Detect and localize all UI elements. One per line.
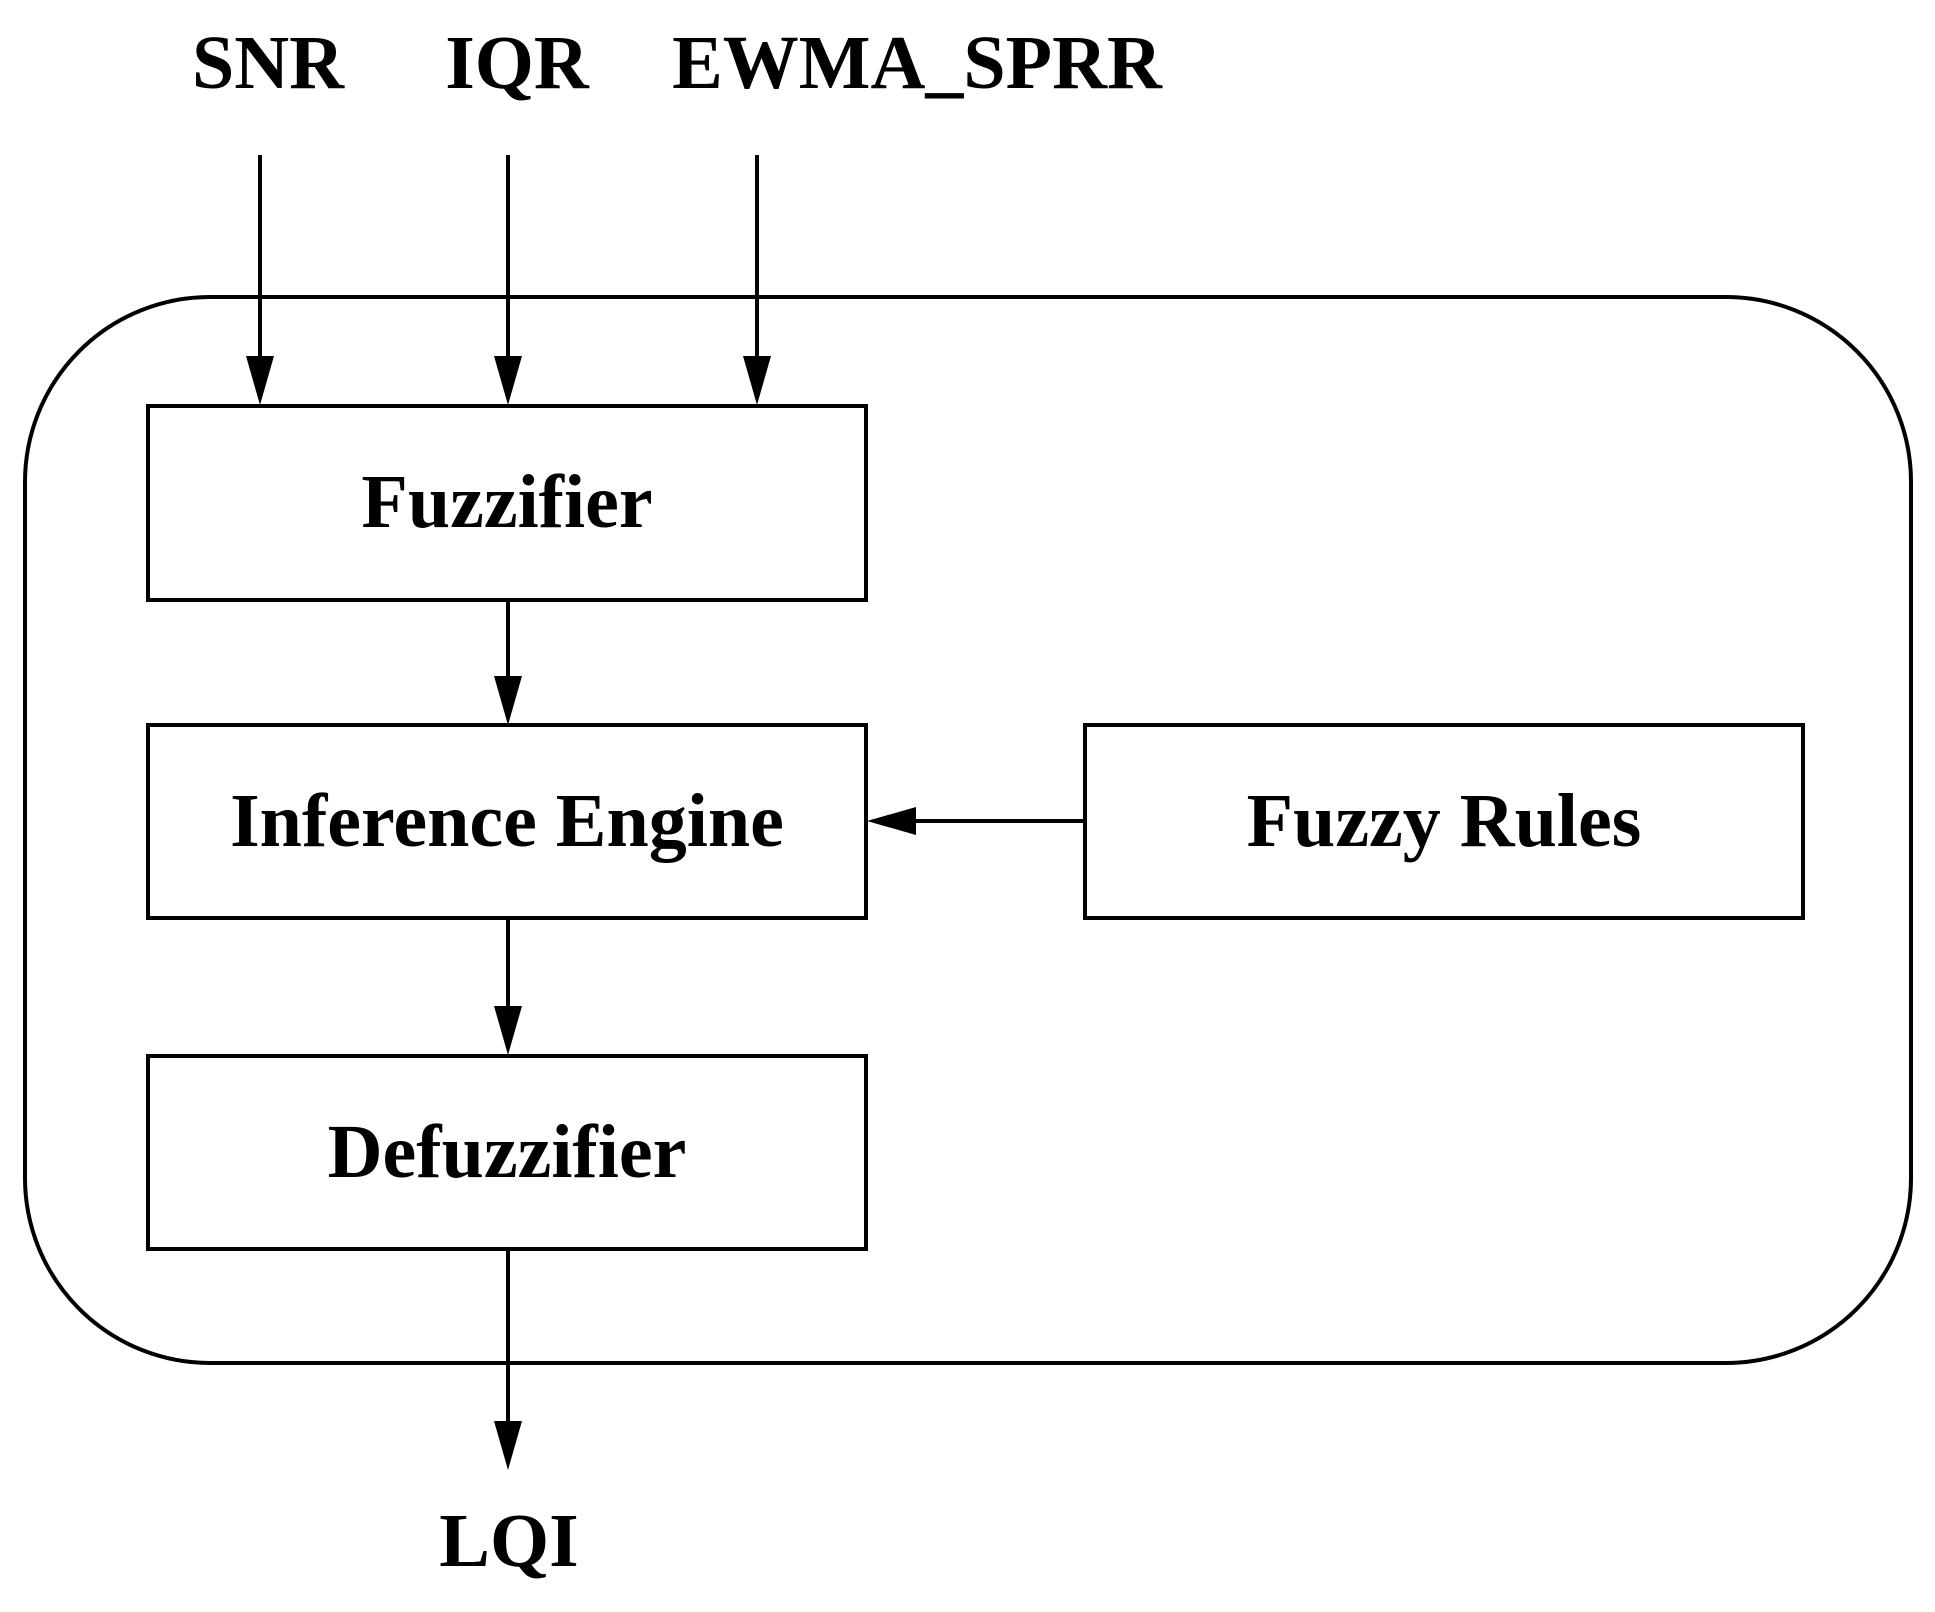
arrow-snr-to-fuzzifier (246, 155, 274, 405)
arrow-iqr-to-fuzzifier (494, 155, 522, 405)
arrow-fuzzy-rules-to-inference-engine (867, 807, 1085, 835)
input-label-snr: SNR (192, 21, 345, 105)
arrow-fuzzifier-to-inference-engine (494, 600, 522, 725)
arrow-inference-engine-to-defuzzifier (494, 918, 522, 1055)
input-label-ewma-sprr: EWMA_SPRR (672, 21, 1163, 105)
fuzzifier-label: Fuzzifier (361, 460, 652, 544)
output-label-lqi: LQI (439, 1499, 578, 1583)
arrow-defuzzifier-to-lqi (494, 1249, 522, 1470)
fuzzy-rules-label: Fuzzy Rules (1247, 779, 1642, 863)
input-label-iqr: IQR (445, 21, 590, 105)
fuzzy-rules-block (1083, 723, 1805, 920)
arrow-ewma-sprr-to-fuzzifier (743, 155, 771, 405)
fuzzy-system-container (23, 295, 1913, 1365)
inference-engine-label: Inference Engine (230, 779, 784, 863)
fuzzifier-block (146, 404, 868, 602)
defuzzifier-label: Defuzzifier (328, 1110, 687, 1194)
